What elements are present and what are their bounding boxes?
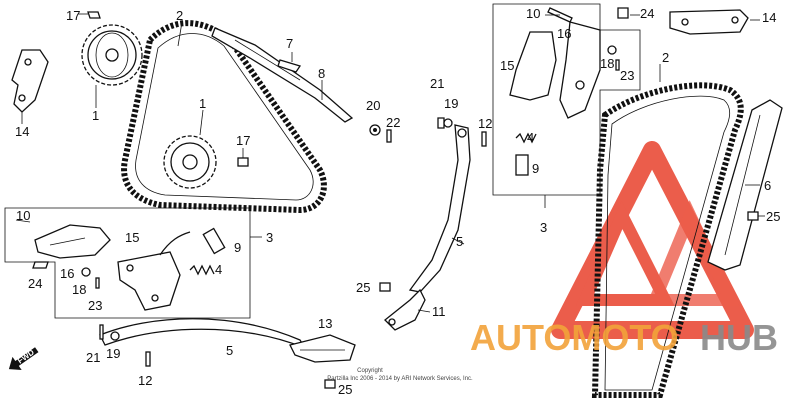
- pin-22: [386, 129, 392, 143]
- callout-24: 24: [640, 6, 654, 21]
- copyright-line-2: Partzilla Inc 2006 - 2014 by ARI Network…: [327, 376, 473, 382]
- callout-7: 7: [286, 36, 293, 51]
- fwd-arrow: FWD: [8, 347, 39, 370]
- callout-9: 9: [234, 240, 241, 255]
- tensioner-assembly-box-right: [481, 3, 641, 208]
- callout-4: 4: [215, 262, 222, 277]
- callout-1: 1: [199, 96, 206, 111]
- callout-2: 2: [662, 50, 669, 65]
- bolt-17-middle: [237, 157, 249, 167]
- callout-5: 5: [226, 343, 233, 358]
- callout-23: 23: [620, 68, 634, 83]
- callout-10: 10: [16, 208, 30, 223]
- bolt-17-upper: [87, 11, 101, 19]
- callout-3: 3: [540, 220, 547, 235]
- callout-2: 2: [176, 8, 183, 23]
- callout-8: 8: [318, 66, 325, 81]
- callout-25: 25: [338, 382, 352, 397]
- callout-1: 1: [92, 108, 99, 123]
- callout-labels: 17 2 7 8 14 1 1 17 20 22 10 3 15 9 4 16 …: [15, 6, 780, 397]
- callout-24: 24: [28, 276, 42, 291]
- callout-6: 6: [764, 178, 771, 193]
- leader-lines: [15, 13, 765, 313]
- copyright-line-1: Copyright: [357, 368, 383, 374]
- callout-12: 12: [478, 116, 492, 131]
- callout-17: 17: [236, 133, 250, 148]
- cam-chain-left: [121, 20, 327, 214]
- watermark-text-hub: HUB: [700, 317, 778, 358]
- callout-16: 16: [60, 266, 74, 281]
- callout-18: 18: [72, 282, 86, 297]
- callout-25: 25: [356, 280, 370, 295]
- cam-sprocket-upper: [81, 24, 143, 86]
- cam-chain-right: [591, 82, 744, 398]
- callout-12: 12: [138, 373, 152, 388]
- callout-19: 19: [106, 346, 120, 361]
- callout-10: 10: [526, 6, 540, 21]
- callout-14: 14: [762, 10, 776, 25]
- chain-guide-lower: [99, 318, 307, 367]
- callout-21: 21: [430, 76, 444, 91]
- bolt-25-lower: [324, 379, 336, 389]
- guide-foot-11: [384, 288, 426, 331]
- callout-11: 11: [432, 304, 446, 319]
- chain-guide-upper: [211, 27, 354, 123]
- tensioner-assembly-box-left: [4, 207, 262, 319]
- chain-guide-5: [408, 117, 471, 293]
- plate-13: [289, 334, 356, 363]
- callout-21: 21: [86, 350, 100, 365]
- watermark-text-automoto: AUTOMOTO: [470, 317, 679, 358]
- bracket-14-left: [11, 49, 49, 113]
- washer-20: [369, 124, 381, 136]
- callout-22: 22: [386, 115, 400, 130]
- callout-15: 15: [500, 58, 514, 73]
- callout-17: 17: [66, 8, 80, 23]
- callout-20: 20: [366, 98, 380, 113]
- callout-5: 5: [456, 234, 463, 249]
- callout-9: 9: [532, 161, 539, 176]
- bolt-25-middle: [379, 282, 391, 292]
- callout-4: 4: [527, 130, 534, 145]
- callout-14: 14: [15, 124, 29, 139]
- bolt-25-right: [747, 211, 759, 221]
- callout-18: 18: [600, 56, 614, 71]
- bolt-24-upper: [617, 7, 629, 19]
- callout-3: 3: [266, 230, 273, 245]
- callout-16: 16: [557, 26, 571, 41]
- callout-15: 15: [125, 230, 139, 245]
- callout-25: 25: [766, 209, 780, 224]
- crank-sprocket: [163, 135, 217, 189]
- bracket-14-right: [669, 9, 749, 35]
- callout-13: 13: [318, 316, 332, 331]
- callout-19: 19: [444, 96, 458, 111]
- callout-23: 23: [88, 298, 102, 313]
